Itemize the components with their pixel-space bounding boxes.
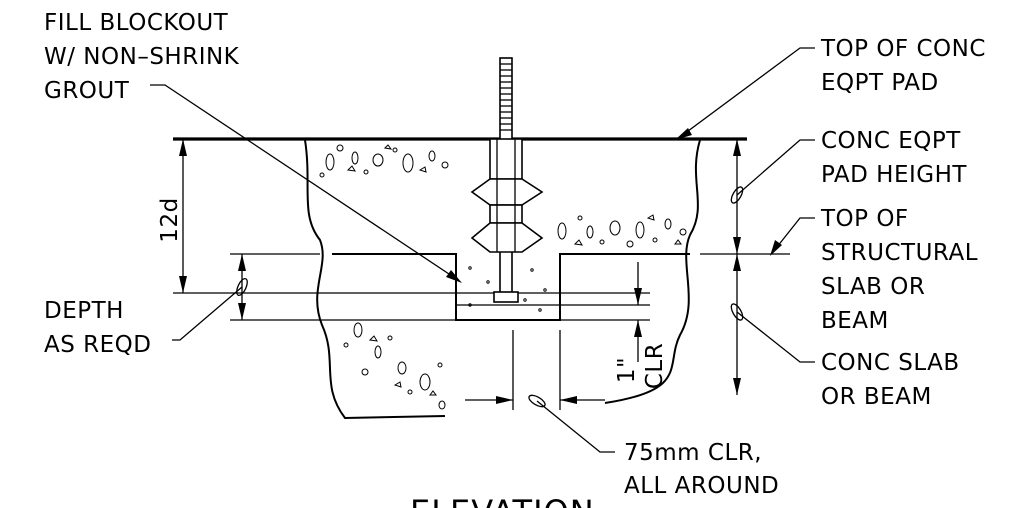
- leader-fill-blockout: [150, 84, 462, 283]
- leader-top-of-slab: [770, 217, 815, 256]
- dim-12d: [179, 139, 187, 293]
- sleeve: [489, 138, 523, 180]
- concrete-break-outline-right: [604, 139, 701, 404]
- drawing-title: ELEVATION: [410, 493, 595, 508]
- aggregate-hatch: [319, 144, 687, 410]
- label-bottom-clr-text: CLR: [642, 343, 668, 389]
- label-bottom-clr-value: 1": [614, 357, 640, 383]
- lower-nut: [470, 222, 544, 253]
- dim-bottom-clr: [634, 262, 642, 362]
- coupler: [489, 204, 523, 224]
- label-depth: DEPTH AS REQD: [44, 298, 151, 358]
- upper-nut: [470, 178, 544, 206]
- thread-marks: [500, 63, 512, 131]
- leader-top-of-pad: [675, 47, 815, 140]
- label-top-of-slab: TOP OF STRUCTURAL SLAB OR BEAM: [820, 206, 986, 334]
- dim-right-pad-height: [730, 139, 815, 254]
- label-clearance-all-around: 75mm CLR, ALL AROUND: [624, 440, 779, 499]
- label-fill-blockout: FILL BLOCKOUT W/ NON–SHRINK GROUT: [44, 10, 247, 104]
- concrete-break-outline-left: [304, 139, 446, 420]
- dim-right-slab: [730, 254, 815, 395]
- bolt-head: [493, 291, 519, 303]
- dim-depth: [172, 254, 248, 341]
- label-top-of-conc-pad: TOP OF CONC EQPT PAD: [820, 36, 994, 96]
- anchor-bolt-assembly: [470, 57, 544, 303]
- label-conc-slab: CONC SLAB OR BEAM: [821, 350, 968, 410]
- aggregate-mid-right: [557, 214, 687, 248]
- label-pad-height: CONC EQPT PAD HEIGHT: [821, 128, 969, 188]
- aggregate-top-left: [319, 144, 449, 178]
- dim-side-clr: [465, 330, 615, 453]
- grout-stipple: [468, 266, 547, 312]
- aggregate-bottom-left: [343, 322, 446, 410]
- label-12d: 12d: [157, 197, 183, 242]
